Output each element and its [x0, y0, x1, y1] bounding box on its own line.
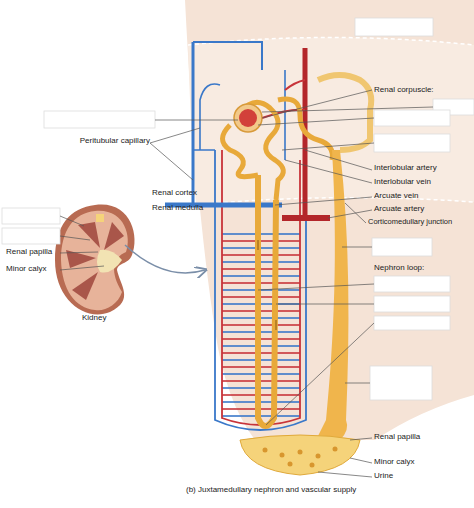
papilla-openings: [263, 447, 338, 468]
leader-line: [60, 90, 433, 477]
vasa-recta-artery: [222, 150, 300, 425]
arcuate-artery: [282, 215, 330, 221]
zoom-arrow: [125, 245, 205, 273]
collecting-duct: [316, 150, 348, 440]
figure-caption: (b) Juxtamedullary nephron and vascular …: [186, 486, 356, 495]
tissue-background: [185, 0, 474, 440]
part-label: Arcuate artery: [374, 205, 424, 214]
part-label: Urine: [374, 472, 393, 481]
collecting-duct: [318, 75, 371, 150]
part-label: Renal corpuscle:: [374, 86, 434, 95]
renal-pyramid: [66, 222, 124, 300]
part-label: Arcuate vein: [374, 192, 418, 201]
zoom-marker: [96, 214, 104, 222]
glomerular-capsule: [234, 104, 262, 132]
renal-pelvis: [97, 250, 122, 273]
part-label: Renal papilla: [374, 433, 420, 442]
peritubular-capillary: [193, 42, 262, 70]
part-label: Interlobular artery: [374, 164, 437, 173]
nephron-loop: [258, 175, 276, 426]
interlobular-vein: [192, 42, 195, 205]
flow-arrow: [258, 240, 276, 330]
minor-calyx: [240, 435, 360, 475]
glomerulus: [239, 109, 257, 127]
part-label: Interlobular vein: [374, 178, 431, 187]
cortex-band: [188, 38, 474, 206]
blank-label-box: [2, 18, 474, 400]
part-label: Renal medulla: [152, 204, 203, 213]
renal-cortex: [61, 211, 128, 311]
part-label: Corticomedullary junction: [368, 218, 452, 226]
part-label: Minor calyx: [6, 265, 46, 274]
convoluted-tubule: [223, 125, 259, 177]
part-label: Renal papilla: [6, 248, 52, 257]
kidney: [55, 205, 135, 315]
part-label: Minor calyx: [374, 458, 414, 467]
part-label: Kidney: [82, 314, 106, 323]
part-label: Peritubular capillary: [30, 137, 150, 146]
connecting-tubule: [278, 99, 332, 160]
part-label: Nephron loop:: [374, 264, 424, 273]
part-label: Renal cortex: [152, 189, 197, 198]
